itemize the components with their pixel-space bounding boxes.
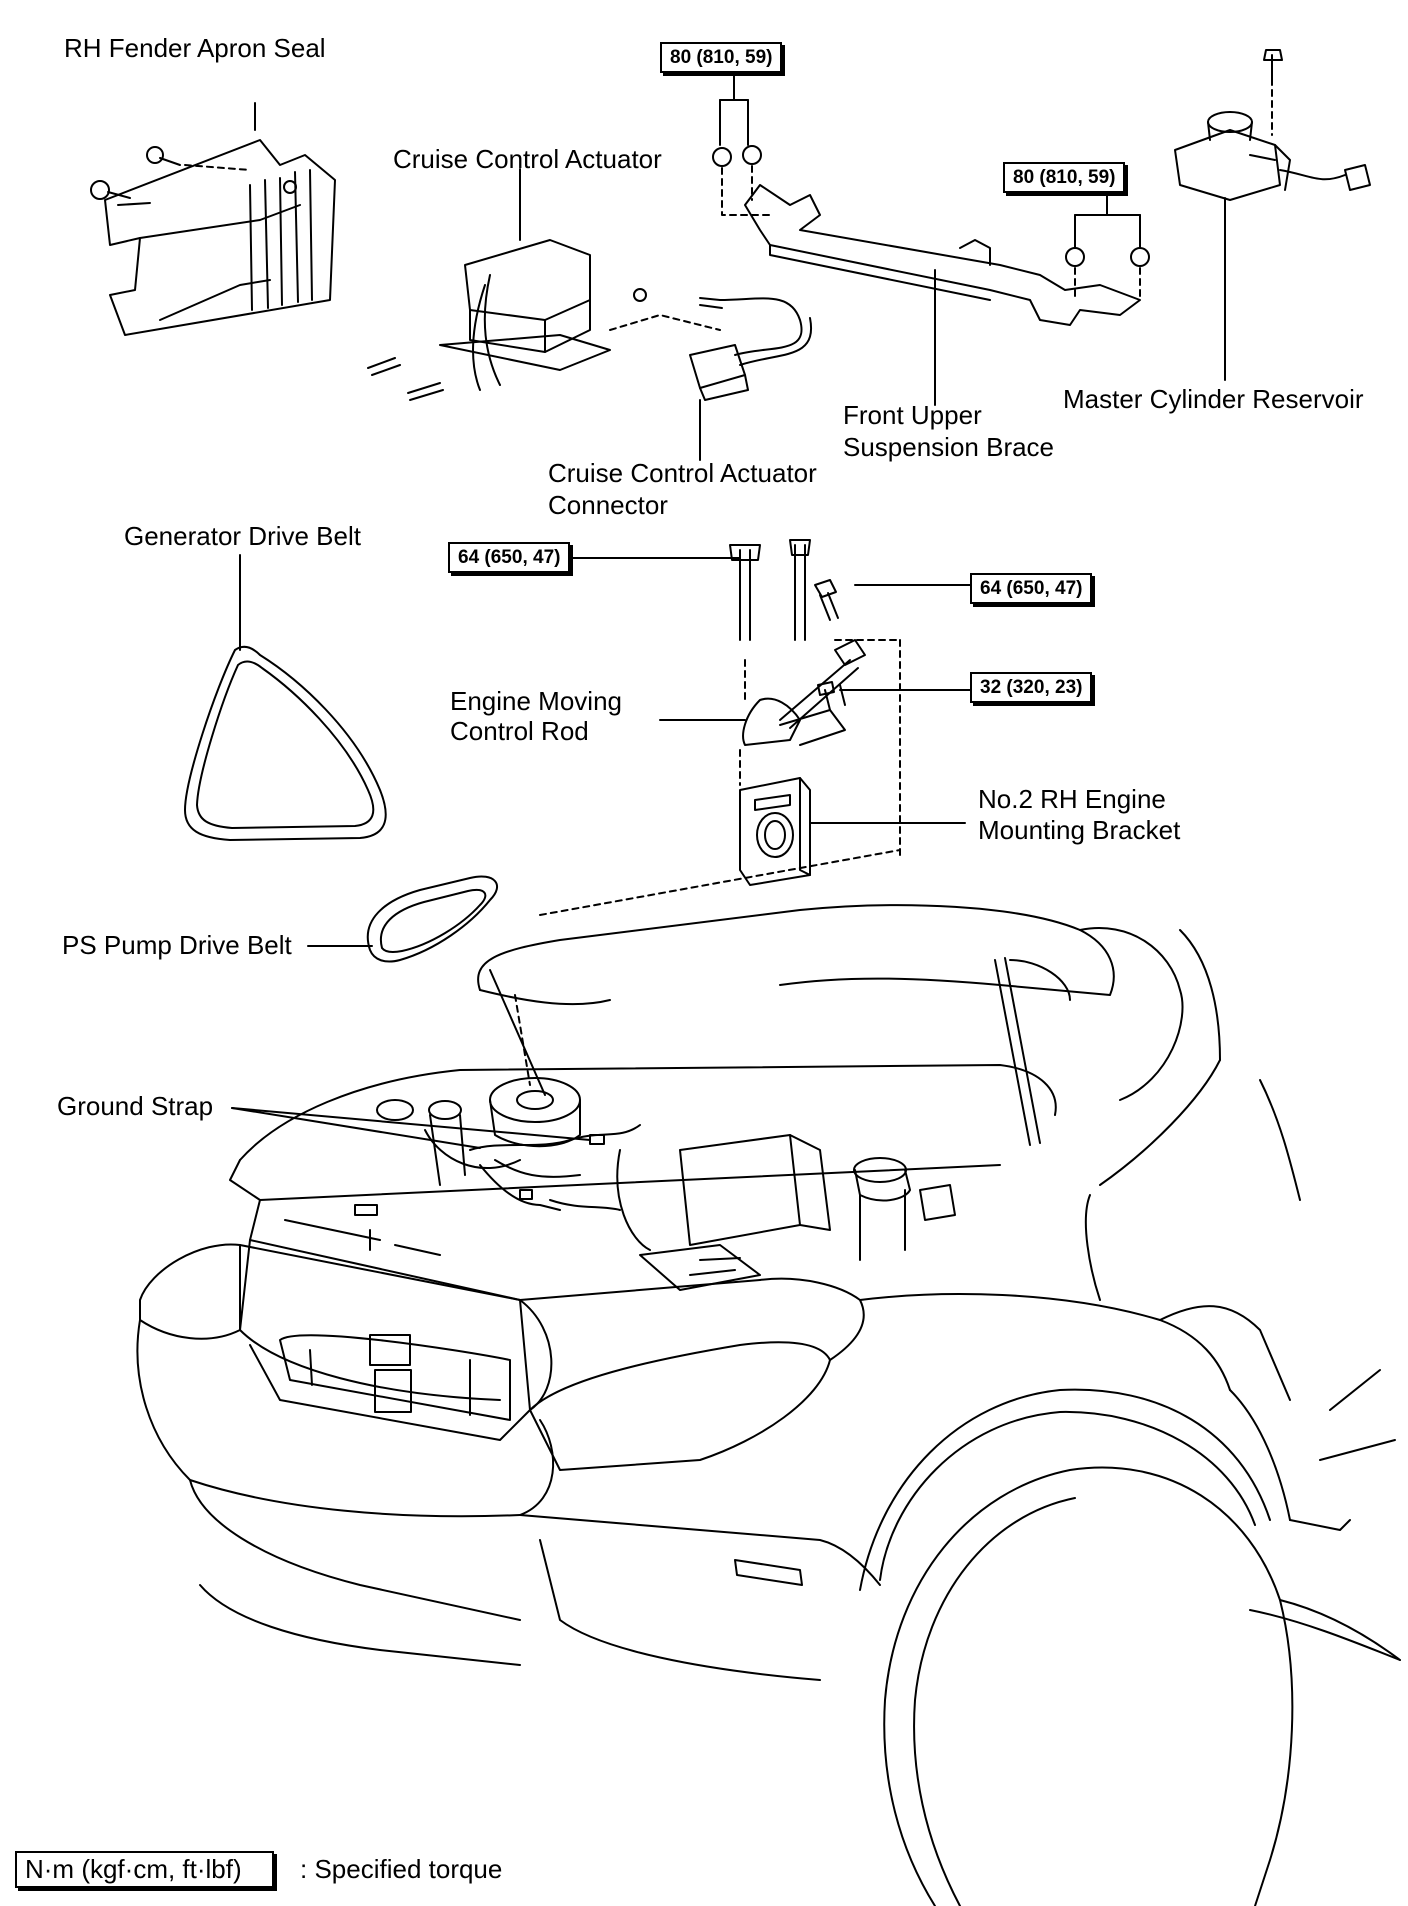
ground-strap-leaders — [232, 1108, 590, 1148]
label-generator-drive-belt: Generator Drive Belt — [124, 521, 361, 551]
label-cruise-control-actuator-connector-line1: Cruise Control Actuator — [548, 458, 817, 488]
cruise-control-actuator-drawing — [368, 169, 720, 400]
ps-pump-drive-belt-drawing — [308, 877, 497, 962]
cruise-control-connector-drawing — [634, 289, 811, 460]
rh-fender-apron-seal-drawing — [91, 103, 335, 335]
torque-box-rod-bolt-right: 64 (650, 47) — [970, 573, 1093, 604]
label-ps-pump-drive-belt: PS Pump Drive Belt — [62, 930, 292, 960]
label-ground-strap: Ground Strap — [57, 1091, 214, 1121]
generator-drive-belt-drawing — [185, 555, 386, 840]
label-front-upper-suspension-brace-line1: Front Upper — [843, 400, 982, 430]
label-engine-moving-control-rod-line1: Engine Moving — [450, 686, 622, 716]
label-engine-moving-control-rod-line2: Control Rod — [450, 716, 589, 746]
label-rh-engine-mounting-bracket-line2: Mounting Bracket — [978, 815, 1181, 845]
torque-box-rod-bolt-small: 32 (320, 23) — [970, 672, 1093, 703]
label-front-upper-suspension-brace-line2: Suspension Brace — [843, 432, 1055, 462]
legend-torque-unit-box: N·m (kgf·cm, ft·lbf) — [15, 1851, 274, 1888]
torque-box-brace-left: 80 (810, 59) — [660, 42, 783, 73]
legend-torque-meaning: : Specified torque — [300, 1854, 503, 1884]
leader-lines — [545, 558, 970, 823]
front-upper-suspension-brace-drawing — [713, 100, 1149, 405]
master-cylinder-reservoir-drawing — [1175, 50, 1370, 380]
vehicle-engine-bay-drawing — [137, 850, 1400, 1906]
torque-box-brace-right: 80 (810, 59) — [1003, 162, 1126, 193]
rh-engine-mounting-bracket-drawing — [740, 778, 810, 885]
label-rh-engine-mounting-bracket-line1: No.2 RH Engine — [978, 784, 1166, 814]
label-cruise-control-actuator-connector-line2: Connector — [548, 490, 668, 520]
engine-moving-control-rod-drawing — [730, 540, 900, 855]
label-rh-fender-apron-seal: RH Fender Apron Seal — [64, 33, 326, 63]
label-master-cylinder-reservoir: Master Cylinder Reservoir — [1063, 384, 1364, 414]
label-cruise-control-actuator: Cruise Control Actuator — [393, 144, 662, 174]
torque-box-rod-bolt-left: 64 (650, 47) — [448, 542, 571, 573]
torque-leaders — [720, 70, 1140, 215]
